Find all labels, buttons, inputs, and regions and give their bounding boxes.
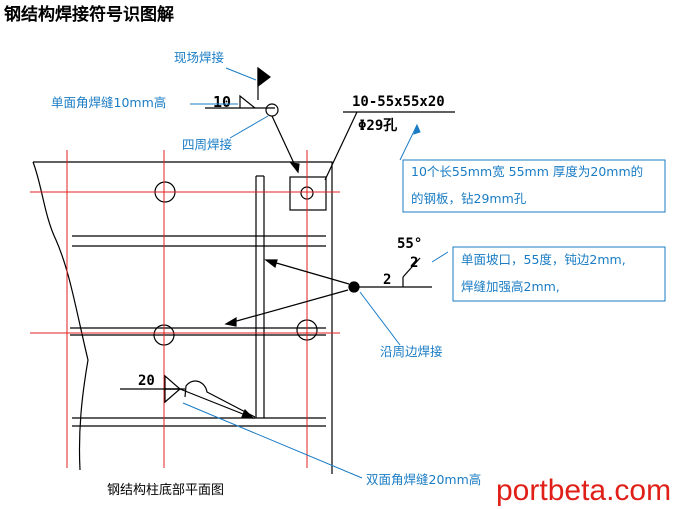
hole-spec-text: Φ29孔 <box>358 118 397 134</box>
bevel-angle-text: 55° <box>397 236 422 252</box>
base-outline <box>33 161 333 474</box>
watermark: portbeta.com <box>496 474 671 507</box>
weld-symbol-bevel <box>224 257 432 327</box>
diagram-title: 钢结构焊接符号识图解 <box>4 4 174 25</box>
column-base-plan <box>32 161 333 474</box>
label-single-fillet: 单面角焊缝10mm高 <box>51 95 166 110</box>
label-all-around: 四周焊接 <box>182 137 233 152</box>
note-bevel-line1: 单面坡口，55度，钝边2mm, <box>461 252 626 267</box>
plate-spec-leader <box>324 111 455 181</box>
label-field-weld: 现场焊接 <box>174 50 225 65</box>
note-box-bevel <box>452 246 666 302</box>
gusset-stiffener <box>184 380 256 418</box>
note-plate-line2: 的钢板，钻29mm孔 <box>411 191 527 206</box>
weld-size-10: 10 <box>213 93 231 111</box>
note-bevel-line2: 焊缝加强高2mm, <box>461 279 560 294</box>
weld-size-20: 20 <box>138 373 155 389</box>
note-box-plate <box>402 159 666 213</box>
weld-symbol-top <box>205 66 300 174</box>
label-around-edge: 沿周边焊接 <box>380 344 443 359</box>
break-line-left <box>32 161 89 471</box>
bevel-root-gap: 2 <box>383 272 391 288</box>
plate-spec-text: 10-55x55x20 <box>352 94 445 110</box>
steel-plate <box>289 176 327 211</box>
center-lines <box>30 150 340 468</box>
drawing-caption: 钢结构柱底部平面图 <box>107 482 224 498</box>
annotation-leaders <box>182 67 449 479</box>
weld-symbol-double <box>120 374 255 419</box>
note-plate-line1: 10个长55mm宽 55mm 厚度为20mm的 <box>411 164 643 179</box>
bevel-root-face: 2 <box>410 255 418 271</box>
label-double-fillet: 双面角焊缝20mm高 <box>366 472 481 487</box>
